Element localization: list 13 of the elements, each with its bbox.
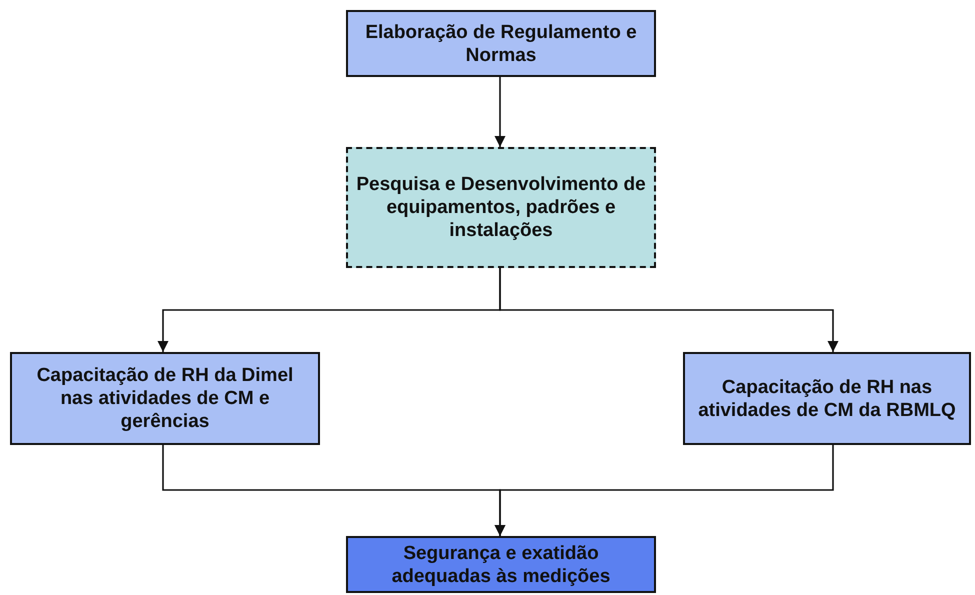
process-box	[683, 352, 971, 445]
arrow	[494, 445, 834, 536]
box-label: Capacitação de RH da Dimel nas atividades de CM e gerências	[36, 364, 294, 433]
box-label: Capacitação de RH nas atividades de CM da RBMLQ	[697, 376, 957, 422]
process-box	[10, 352, 320, 445]
process-box	[346, 147, 656, 268]
process-box	[346, 536, 656, 593]
process-box	[346, 10, 656, 77]
arrow	[499, 268, 839, 352]
box-label: Segurança e exatidão adequadas às medições	[390, 542, 612, 588]
box-label: Pesquisa e Desenvolvimento de equipamentos, padrões e instalações	[356, 173, 646, 242]
box-label: Elaboração de Regulamento e Normas	[364, 20, 638, 66]
arrow	[494, 77, 506, 147]
